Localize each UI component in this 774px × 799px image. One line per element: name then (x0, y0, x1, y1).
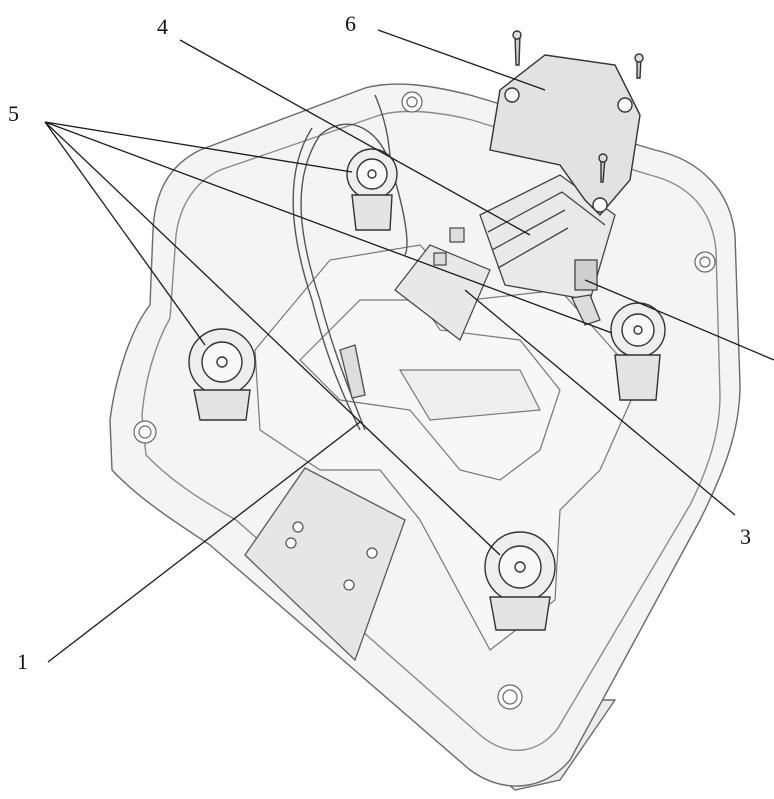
leader-4 (179, 39, 531, 236)
leader-5-front (44, 121, 501, 556)
callout-1: 1 (17, 649, 28, 674)
callout-4: 4 (157, 14, 168, 39)
leader-5-left (44, 121, 206, 346)
adjustable-feet (188, 148, 666, 631)
leader-6 (377, 29, 546, 91)
callout-6: 6 (345, 11, 356, 36)
callout-3: 3 (740, 524, 751, 549)
leader-5-rear (44, 121, 353, 173)
cable (292, 94, 408, 431)
leader-3 (464, 289, 736, 516)
leader-5-right (44, 121, 613, 334)
leader-right-edge (584, 279, 774, 361)
callout-5: 5 (8, 101, 19, 126)
foot-left (188, 328, 256, 421)
foot-right (610, 302, 666, 401)
foot-rear (346, 148, 398, 231)
corner-holes (133, 91, 716, 710)
small-component (394, 227, 491, 341)
cover-plate (489, 30, 644, 217)
leader-1 (47, 421, 361, 663)
foot-front (484, 531, 556, 631)
battery-pack (479, 174, 616, 326)
mounting-plate (244, 467, 406, 662)
leader-lines (44, 29, 774, 663)
